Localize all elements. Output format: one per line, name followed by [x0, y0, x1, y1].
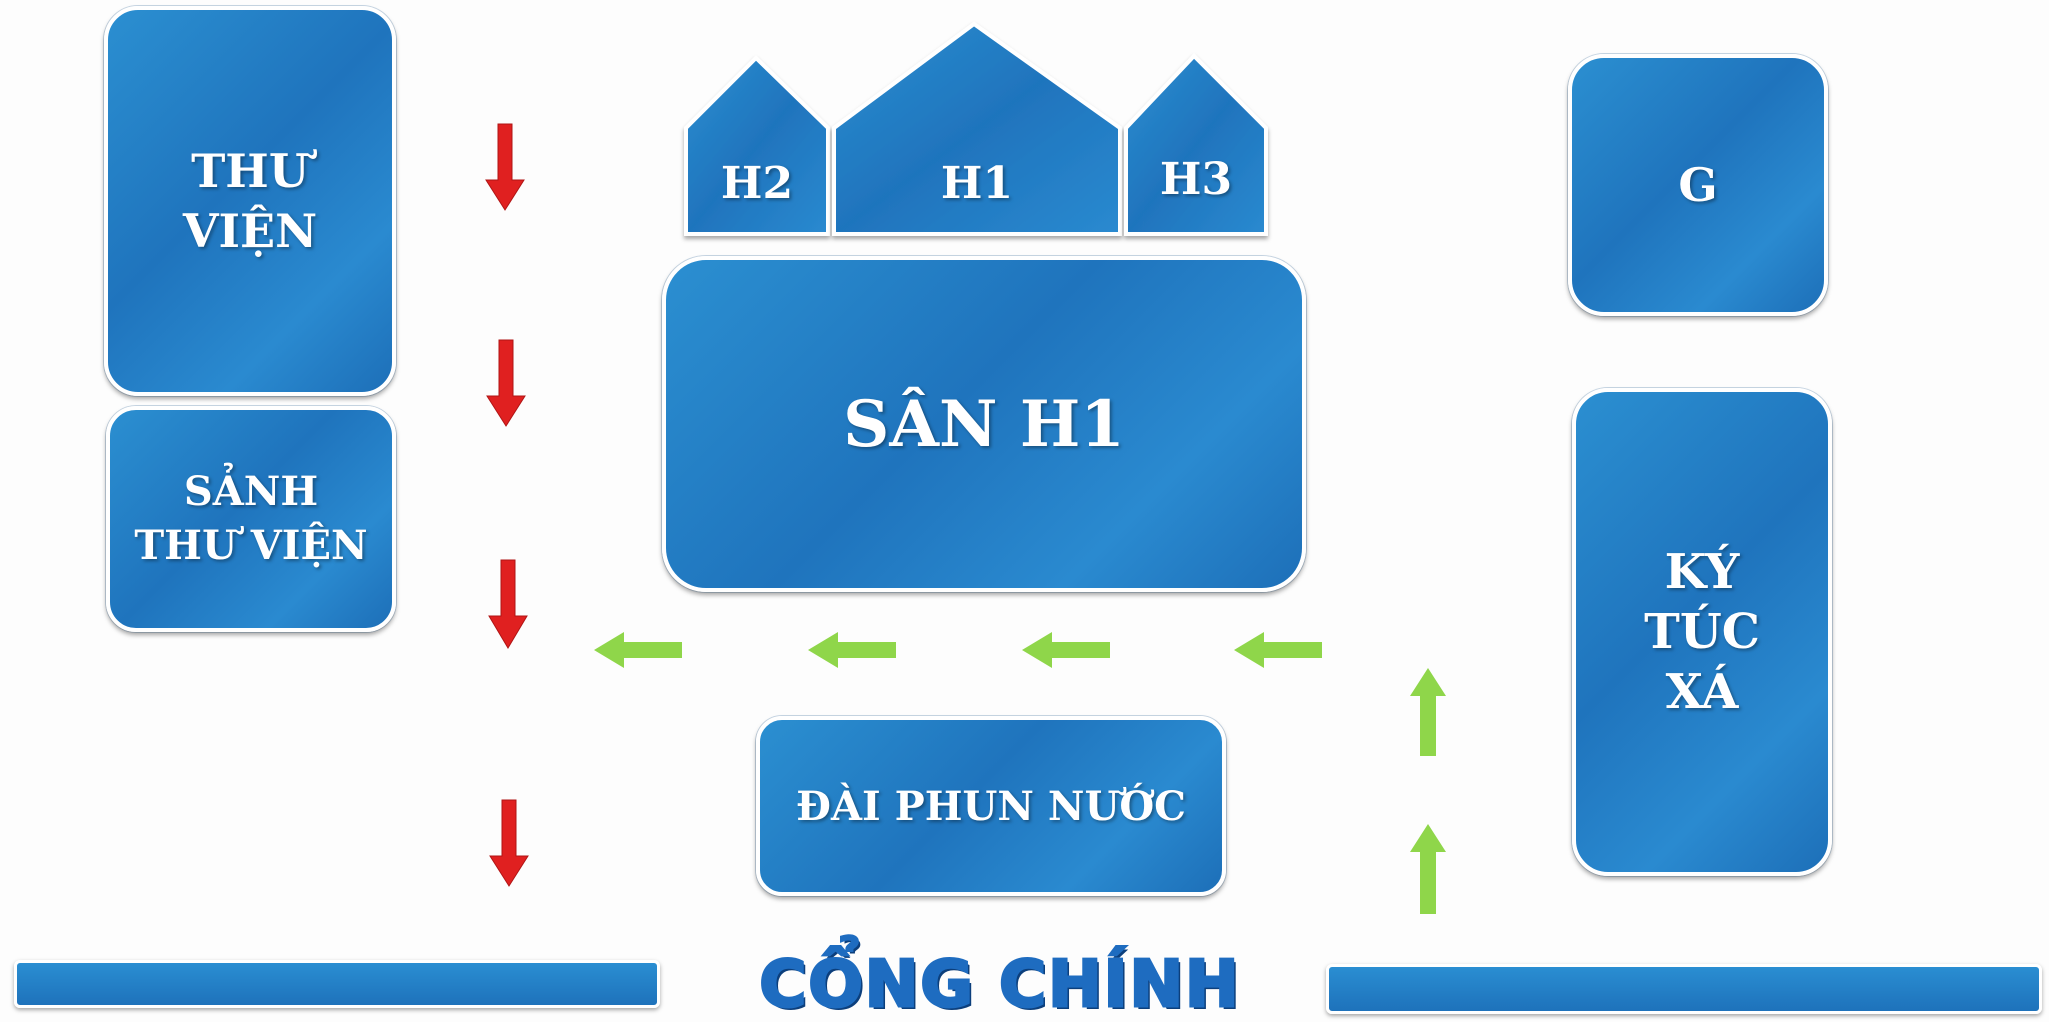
- building-sanh-thu-vien: SẢNH THƯ VIỆN: [106, 406, 396, 632]
- building-g: G: [1568, 54, 1828, 316]
- exit-arrows: [485, 123, 529, 887]
- entry-arrows-up: [1410, 668, 1446, 914]
- red-arrow-down-icon: [488, 559, 528, 649]
- wall-left: [14, 960, 660, 1008]
- main-gate-label: CỔNG CHÍNH: [758, 947, 1241, 1022]
- building-thu-vien-label: THƯ VIỆN: [182, 144, 318, 258]
- wall-right: [1326, 964, 2042, 1014]
- red-arrow-down-icon: [485, 123, 525, 211]
- green-arrow-left-icon: [594, 632, 682, 668]
- building-dai-phun-nuoc-label: ĐÀI PHUN NƯỚC: [796, 782, 1186, 830]
- building-h1: [832, 21, 1122, 236]
- red-arrow-down-icon: [486, 339, 526, 427]
- building-h3: [1124, 53, 1268, 236]
- building-ky-tuc-xa-label: KÝ TÚC XÁ: [1644, 544, 1760, 720]
- building-san-h1-label: SÂN H1: [843, 386, 1125, 462]
- green-arrow-left-icon: [1022, 632, 1110, 668]
- building-h1-label: H1: [940, 158, 1014, 209]
- building-ky-tuc-xa: KÝ TÚC XÁ: [1572, 388, 1832, 876]
- red-arrow-down-icon: [489, 799, 529, 887]
- building-h2-label: H2: [720, 158, 794, 209]
- building-thu-vien: THƯ VIỆN: [104, 6, 396, 396]
- building-dai-phun-nuoc: ĐÀI PHUN NƯỚC: [756, 716, 1226, 896]
- building-g-label: G: [1678, 158, 1718, 212]
- building-san-h1: SÂN H1: [662, 256, 1306, 592]
- green-arrow-up-icon: [1410, 824, 1446, 914]
- entry-arrows-left: [594, 632, 1322, 668]
- green-arrow-left-icon: [808, 632, 896, 668]
- green-arrow-left-icon: [1234, 632, 1322, 668]
- green-arrow-up-icon: [1410, 668, 1446, 756]
- building-h3-label: H3: [1159, 154, 1233, 205]
- building-h2: [684, 55, 830, 236]
- building-sanh-thu-vien-label: SẢNH THƯ VIỆN: [134, 468, 368, 569]
